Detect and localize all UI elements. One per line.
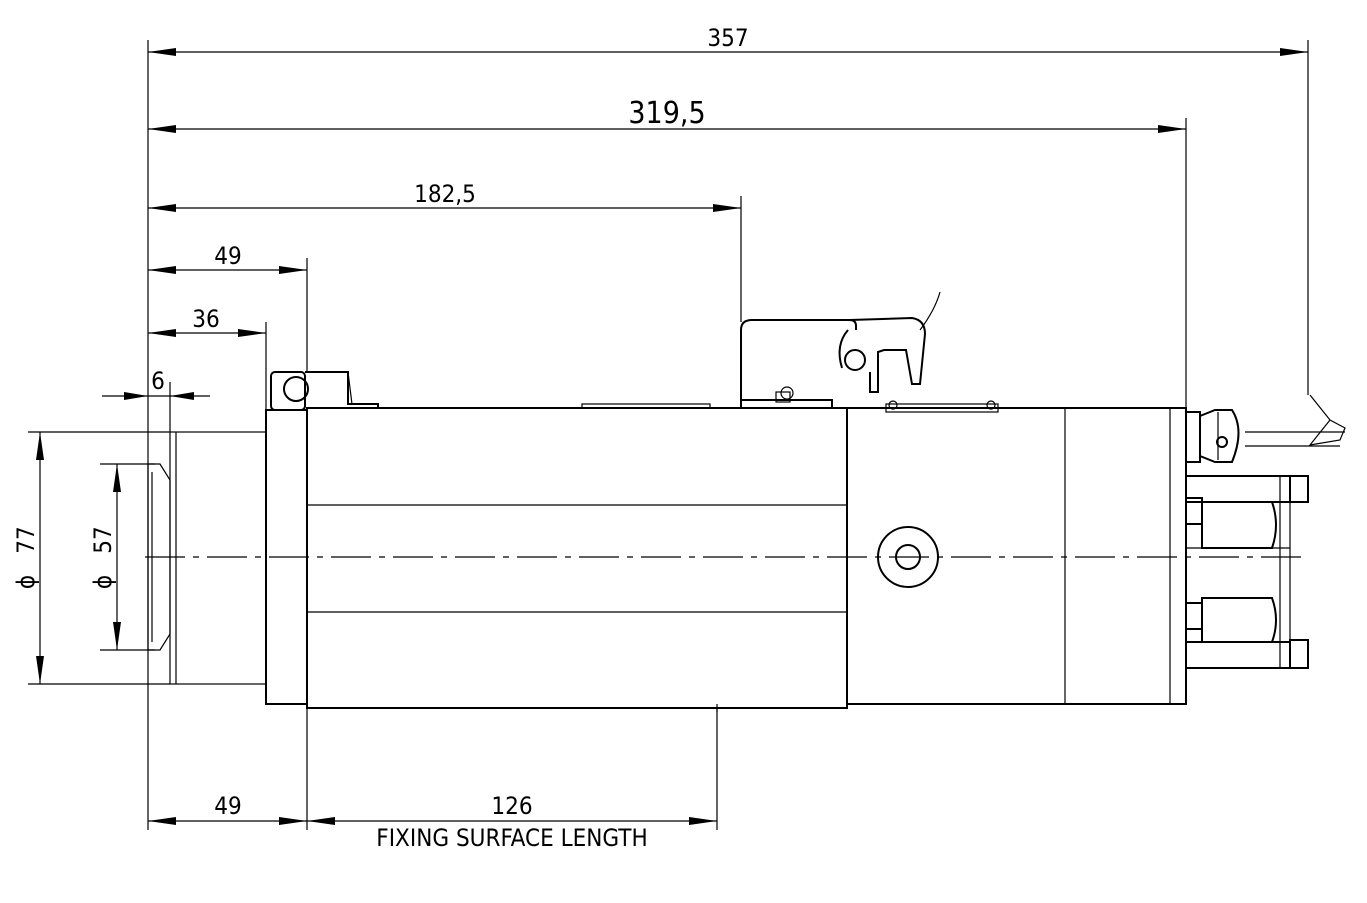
power-connector — [740, 291, 941, 408]
air-fitting — [270, 371, 379, 411]
dim-nose: 6 — [102, 367, 210, 400]
dim-fixing-length-label: 126 — [491, 792, 532, 820]
dim-fixing-top-label: 49 — [214, 242, 241, 270]
dim-connector: 182,5 — [148, 180, 741, 212]
dim-fixing-bottom-label: 49 — [214, 792, 241, 820]
dim-inner-diameter: ϕ 57 — [89, 464, 121, 650]
dim-nose-label: 6 — [151, 367, 165, 395]
dim-fixing-top: 49 — [148, 242, 307, 274]
dim-connector-label: 182,5 — [414, 180, 476, 208]
extension-lines — [28, 40, 1309, 830]
diameter-symbol-inner: ϕ — [89, 575, 117, 589]
dim-body-label: 319,5 — [628, 96, 705, 131]
dim-overall-label: 357 — [707, 24, 748, 52]
dim-outer-diameter: ϕ 77 — [12, 432, 44, 684]
dim-body: 319,5 — [148, 96, 1186, 133]
dim-flange: 36 — [148, 305, 266, 337]
fixing-surface-note: FIXING SURFACE LENGTH — [376, 824, 647, 852]
diameter-symbol-outer: ϕ — [12, 575, 40, 589]
dim-fixing-length: 126 FIXING SURFACE LENGTH — [307, 792, 717, 852]
dim-flange-label: 36 — [192, 305, 219, 333]
dim-overall: 357 — [148, 24, 1308, 56]
dim-inner-diameter-label: 57 — [89, 526, 117, 553]
dim-fixing-bottom: 49 — [148, 792, 307, 825]
dim-outer-diameter-label: 77 — [12, 526, 40, 553]
rear-fittings — [1185, 394, 1346, 669]
